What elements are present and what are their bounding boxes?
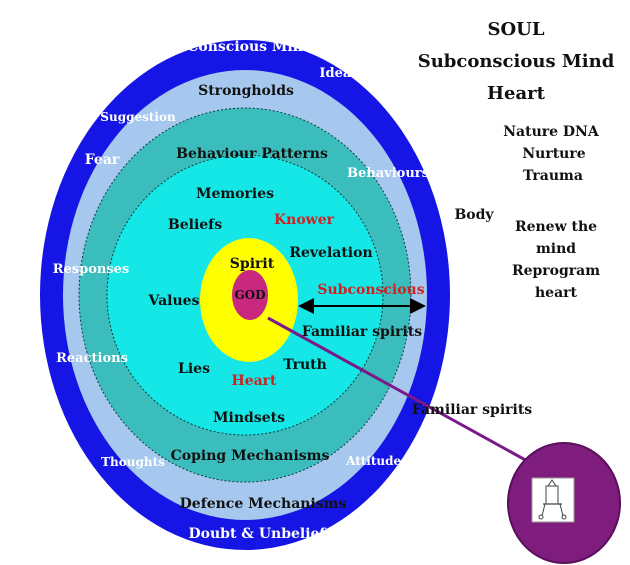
god-core: [232, 270, 268, 320]
revelation-label: Revelation: [289, 245, 372, 261]
subconscious-label: Subconscious: [317, 282, 424, 298]
mind-note: mind: [536, 241, 576, 257]
coping-mechanisms-label: Coping Mechanisms: [171, 448, 330, 464]
nurture-note: Nurture: [522, 146, 585, 162]
body-note: Body: [454, 207, 494, 223]
responses-label: Responses: [53, 262, 130, 277]
familiar-spirits-pointer-label: Familiar spirits: [412, 402, 532, 418]
spirit-label: Spirit: [230, 256, 275, 272]
heart-label: Heart: [231, 373, 277, 389]
suggestion-label: Suggestion: [100, 110, 176, 124]
god-label: GOD: [234, 288, 265, 302]
conscious-mind-label: Conscious Mind: [187, 39, 313, 55]
title-soul: SOUL: [487, 19, 544, 40]
strongholds-label: Strongholds: [198, 83, 294, 99]
renew-the-note: Renew the: [515, 219, 597, 235]
behaviours-label: Behaviours: [347, 166, 429, 181]
truth-label: Truth: [283, 357, 327, 373]
thoughts-label: Thoughts: [101, 455, 165, 469]
reprogram-note: Reprogram: [512, 263, 600, 279]
attitudes-label: Attitudes: [345, 454, 408, 468]
title-heart: Heart: [487, 83, 546, 104]
ideas-label: Ideas: [319, 66, 358, 81]
pointer-line: [267, 316, 541, 470]
memories-label: Memories: [196, 186, 274, 202]
mindsets-label: Mindsets: [213, 410, 285, 426]
heart-note: heart: [535, 285, 578, 301]
title-subconscious-mind: Subconscious Mind: [418, 51, 615, 72]
nature-dna-note: Nature DNA: [503, 124, 600, 140]
lies-label: Lies: [178, 361, 210, 377]
values-label: Values: [148, 293, 200, 309]
reactions-label: Reactions: [56, 351, 128, 366]
familiar-spirits-inner-label: Familiar spirits: [302, 324, 422, 340]
knower-label: Knower: [274, 212, 335, 228]
fear-label: Fear: [85, 152, 120, 168]
defence-mechanisms-label: Defence Mechanisms: [180, 496, 347, 512]
behaviour-patterns-label: Behaviour Patterns: [176, 146, 328, 162]
chair-figure-icon: [531, 477, 575, 523]
trauma-note: Trauma: [523, 168, 583, 184]
beliefs-label: Beliefs: [168, 217, 222, 233]
doubt-unbelief-label: Doubt & Unbelief: [189, 526, 327, 542]
